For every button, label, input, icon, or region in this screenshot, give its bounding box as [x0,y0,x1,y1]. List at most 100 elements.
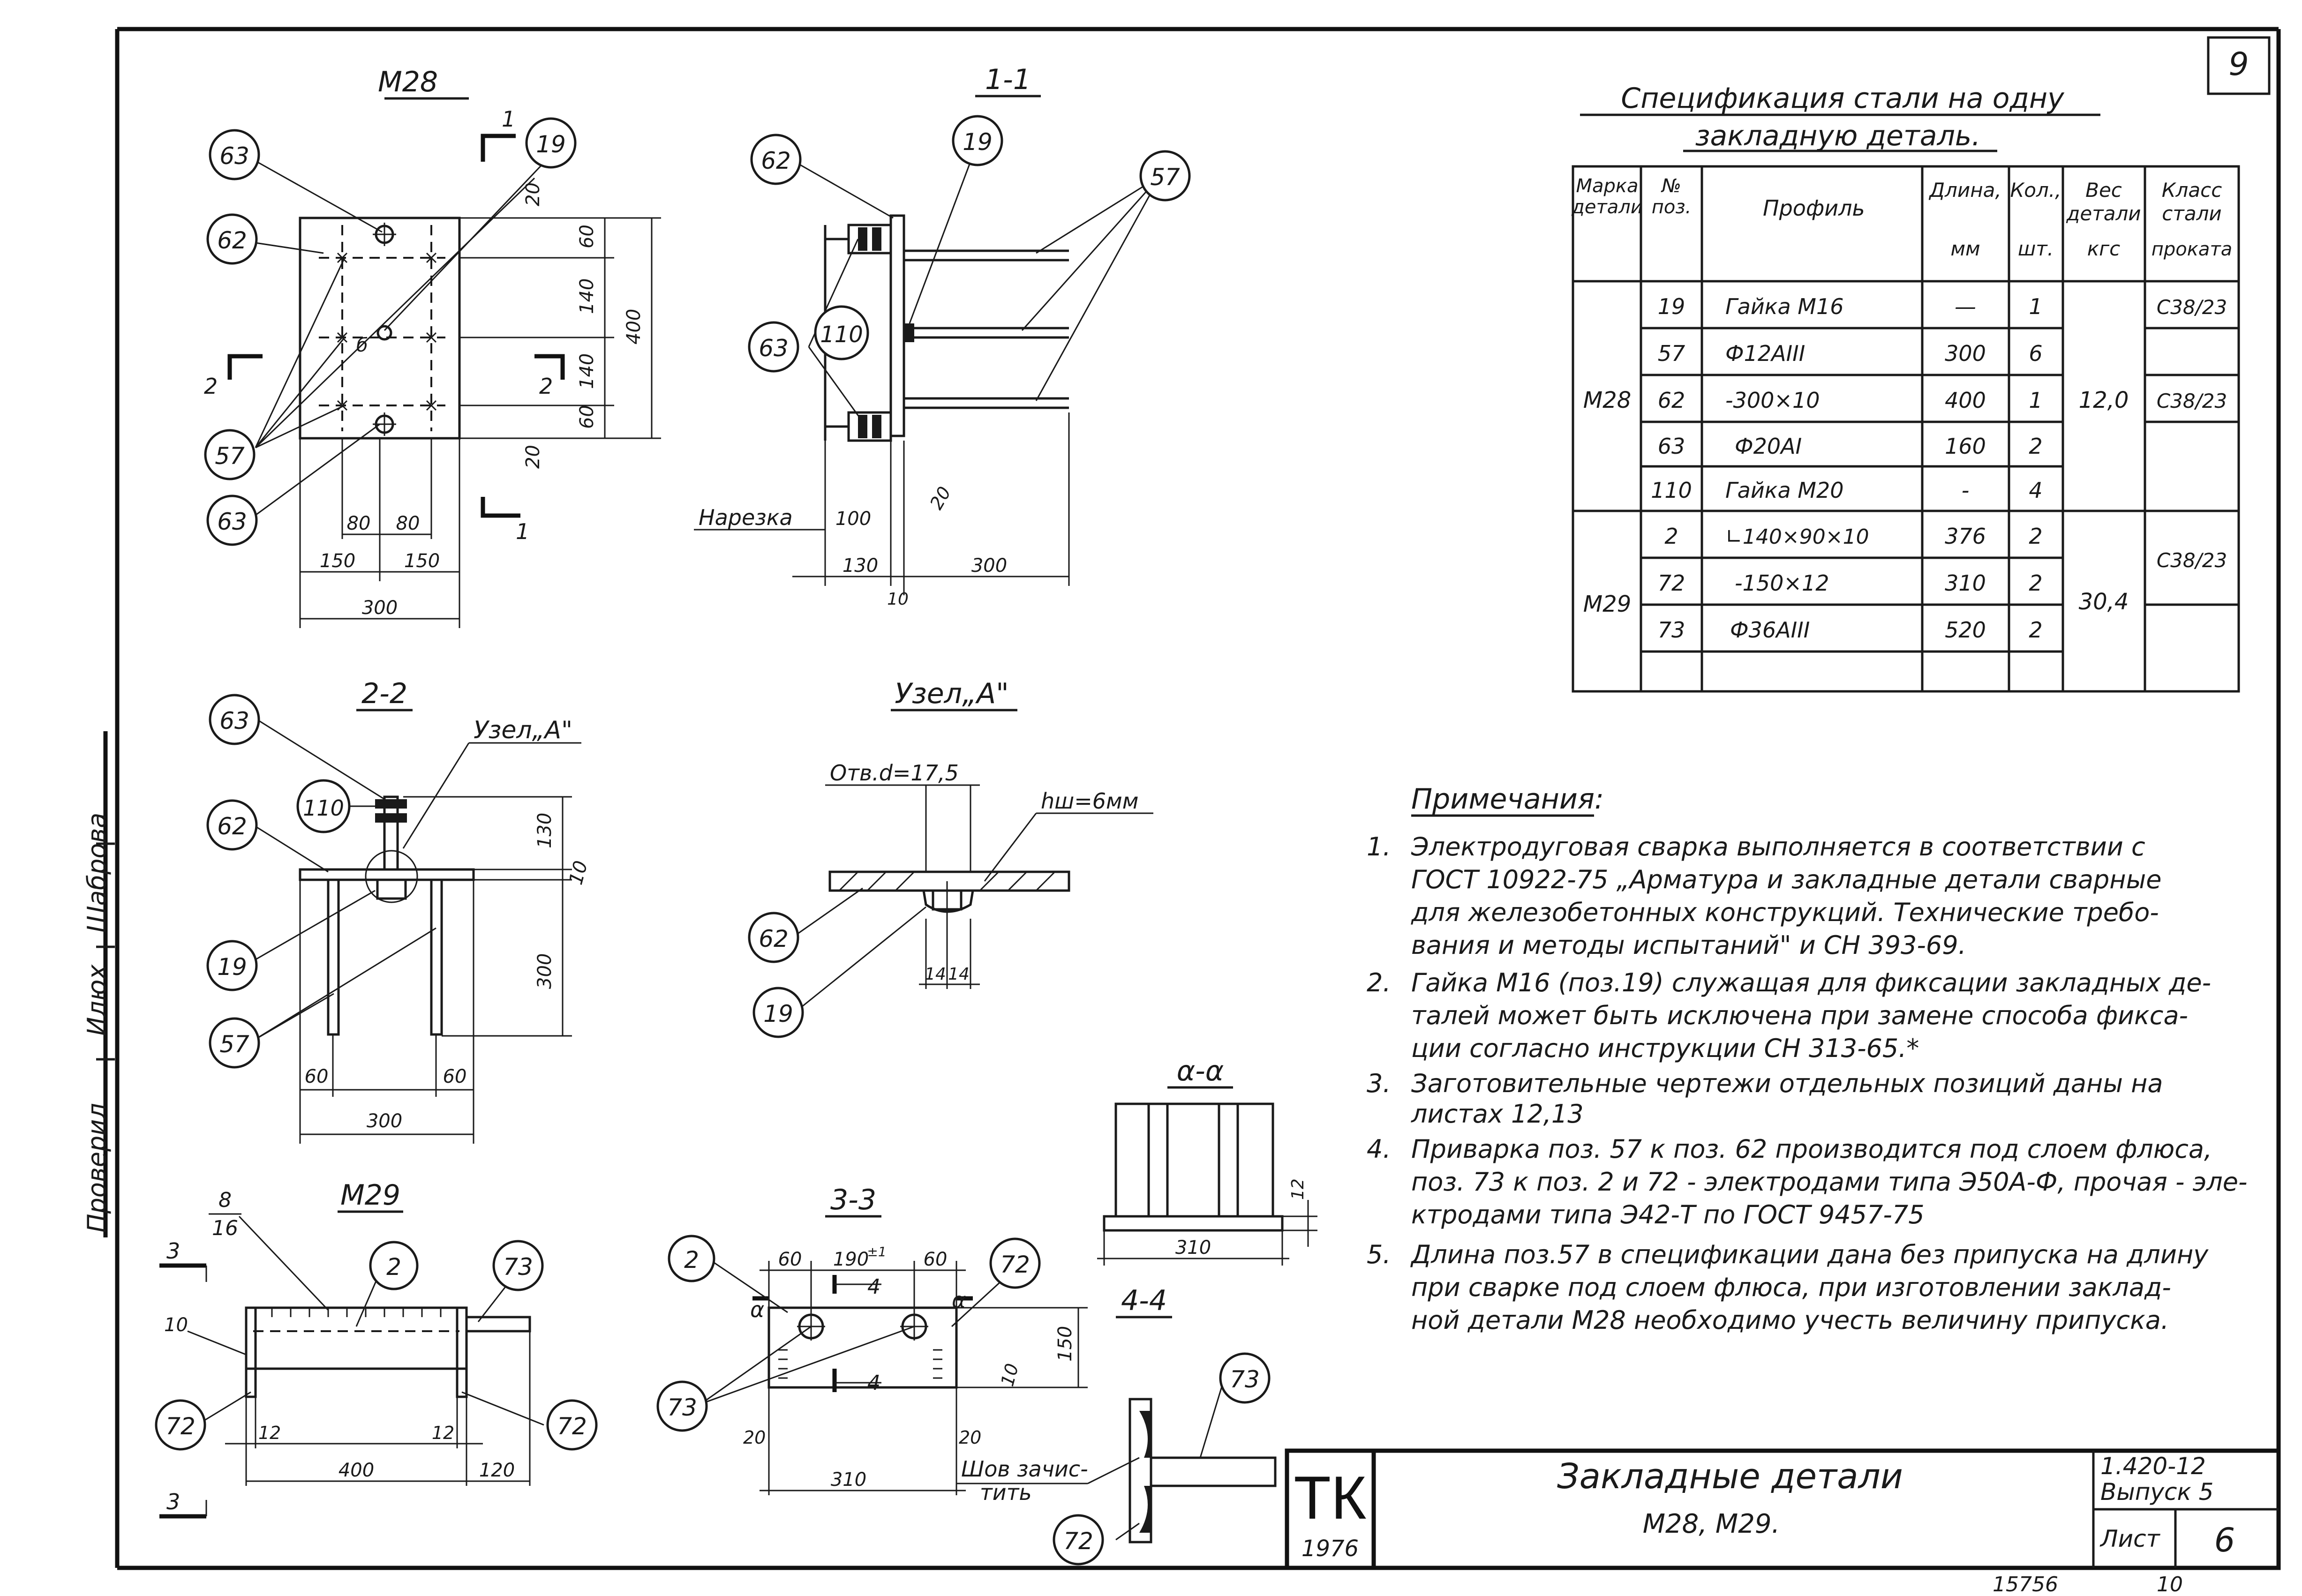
section-mark-4-bottom: 4 [867,1371,880,1395]
spec-header-class-l1: Класс [2162,179,2222,202]
footer-code: 15756 [1993,1573,2058,1596]
spec-cell-length: 160 [1945,434,1986,459]
weld-label-4-4-line1: Шов зачис- [961,1456,1088,1482]
spec-group-weight-m28: 12,0 [2079,387,2129,413]
spec-cell-qty: 2 [2029,570,2042,596]
note-number: 2. [1367,968,1391,997]
dim-2-2-300-v: 300 [534,953,556,989]
title-block-logo: ТК [1294,1463,1366,1532]
spec-cell-profile: ∟140×90×10 [1725,525,1869,549]
note-line: при сварке под слоем флюса, при изготовл… [1411,1273,2171,1302]
weld-mark-top: 8 [218,1188,232,1212]
callout-3-3-73: 73 [667,1394,697,1421]
note-item: 4. Приварка поз. 57 к поз. 62 производит… [1367,1134,2247,1229]
spec-cell-pos: 62 [1658,388,1685,413]
callout-node-19: 19 [763,1000,793,1027]
spec-header-qty-l1: Кол., [2010,179,2061,202]
note-item: 3. Заготовительные чертежи отдельных поз… [1367,1069,2163,1129]
spec-steel-class-m28-a: С38/23 [2157,296,2227,319]
dim-2-2-60-b: 60 [443,1066,467,1087]
m29-weld-ticks [271,1308,442,1317]
spec-group-weight-m29: 30,4 [2079,589,2129,615]
spec-group-mark-m29: М29 [1583,591,1632,617]
dim-1-1-130: 130 [843,555,878,577]
dim-m28-h-80-b: 80 [396,513,420,534]
section-mark-3-bottom: 3 [166,1489,180,1514]
spec-cell-profile: Гайка М20 [1725,478,1844,503]
view-title-4-4: 4-4 [1121,1284,1167,1317]
dim-3-3-20-right: 20 [959,1427,981,1448]
title-block-title: Закладные детали [1557,1456,1903,1497]
spec-cell-qty: 2 [2029,434,2042,459]
dim-m29-10: 10 [164,1314,188,1336]
dim-m28-v-60-bottom: 60 [576,405,598,429]
sheet-frame [115,27,2281,1570]
title-block [1285,1448,2281,1570]
spec-title-line1: Спецификация стали на одну [1621,82,2065,115]
note-line: Заготовительные чертежи отдельных позици… [1411,1069,2163,1098]
spec-cell-profile: Гайка М16 [1725,294,1844,319]
dim-1-1-300: 300 [971,555,1007,577]
dim-3-3-310: 310 [831,1469,866,1491]
section-mark-4-top: 4 [867,1275,880,1299]
dim-m28-h-80-a: 80 [347,513,371,534]
note-line: листах 12,13 [1411,1099,1584,1129]
spec-row: 2 ∟140×90×10 376 2 [1664,524,2042,549]
dim-3-3-tol: ±1 [867,1244,886,1259]
view-section-2-2: 2-2 Узел„А" 63 110 62 19 57 [206,677,592,1144]
dim-1-1-10: 10 [887,590,909,609]
note-item: 2. Гайка М16 (поз.19) служащая для фикса… [1367,968,2211,1063]
spec-cell-qty: 1 [2029,388,2042,413]
section-mark-3-top: 3 [166,1238,180,1264]
hole-label: Отв.d=17,5 [830,760,959,786]
stud-marks: б [337,223,437,436]
spec-cell-qty: 4 [2029,478,2042,503]
spec-header-class-l2: стали [2162,202,2221,225]
spec-cell-length: — [1955,294,1976,319]
notes-title: Примечания: [1411,783,1604,816]
dim-node-14-b: 14 [948,965,970,984]
dim-m28-v-400: 400 [623,309,645,345]
weld-mark-bottom: 16 [212,1216,238,1240]
dim-node-14-a: 14 [925,965,946,984]
side-stamp [96,731,115,1237]
callout-1-1-19: 19 [963,128,993,156]
spec-steel-class-m29: С38/23 [2157,549,2227,572]
spec-grid [1572,165,2240,693]
spec-row: 57 Ф12АIII 300 6 [1658,341,2043,366]
spec-cell-pos: 63 [1658,434,1685,459]
side-label-checked: Проверил [82,1103,112,1233]
callout-57: 57 [215,442,245,470]
spec-cell-pos: 73 [1658,617,1685,643]
title-block-sheet-value: 6 [2214,1521,2235,1559]
spec-header-mark-l1: Марка [1576,175,1638,197]
spec-header-length-l3: мм [1950,237,1980,260]
view-node-a: Узел„А" Отв.d=17,5 hш=6мм 62 19 [748,677,1153,1038]
spec-header-qty-l3: шт. [2018,237,2054,260]
spec-row: 110 Гайка М20 - 4 [1651,478,2043,503]
spec-cell-qty: 2 [2029,524,2042,549]
note-line: ции согласно инструкции СН 313-65.* [1411,1034,1919,1063]
dim-3-3-190: 190 [833,1249,869,1270]
callout-19: 19 [536,131,566,158]
spec-header-weight-l3: кгс [2087,237,2121,260]
spec-cell-profile: Ф20АI [1735,434,1802,459]
spec-cell-length: 376 [1945,524,1986,549]
spec-cell-profile: -150×12 [1735,570,1829,596]
dim-m29-120: 120 [479,1460,515,1481]
sheet-number: 9 [2228,46,2249,83]
note-line: Электродуговая сварка выполняется в соот… [1411,832,2145,862]
dim-2-2-10: 10 [565,859,592,887]
view-title-node-a: Узел„А" [895,677,1008,710]
spec-cell-qty: 2 [2029,617,2042,643]
dim-m28-h-150-a: 150 [320,550,355,572]
spec-cell-pos: 72 [1658,570,1685,596]
callout-4-4-72: 72 [1063,1528,1093,1555]
dim-m29-400: 400 [339,1460,374,1481]
dim-2-2-300-h: 300 [367,1110,402,1132]
title-block-subtitle: М28, М29. [1643,1509,1780,1539]
side-label-name-1: Илюх [82,964,112,1036]
dim-3-3-150: 150 [1054,1326,1076,1362]
note-line: поз. 73 к поз. 2 и 72 - электродами типа… [1411,1167,2247,1197]
